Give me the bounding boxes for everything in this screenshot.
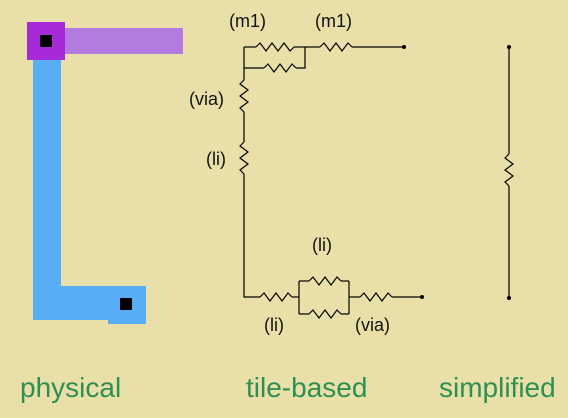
m1-parallel-left xyxy=(243,47,264,69)
m1-left-resistor xyxy=(255,42,295,52)
top-contact-square xyxy=(40,35,52,47)
m1-right-label: (m1) xyxy=(315,11,352,31)
tile-based-network xyxy=(239,42,424,319)
li-bottom-label: (li) xyxy=(264,315,284,335)
via-resistor xyxy=(239,79,249,113)
simplified-network xyxy=(504,45,514,300)
parallel-top-resistor xyxy=(308,276,342,286)
metal1-stripe xyxy=(46,28,183,54)
m1-parallel-resistor xyxy=(263,63,297,73)
parallel-bottom-resistor xyxy=(308,309,342,319)
simplified-top-terminal xyxy=(507,45,511,49)
li-parallel-label: (li) xyxy=(312,235,332,255)
simplified-bottom-terminal xyxy=(507,296,511,300)
li-vertical-bar xyxy=(33,46,61,320)
li-vertical-label: (li) xyxy=(206,149,226,169)
tile-based-caption: tile-based xyxy=(246,372,368,403)
li-vertical-resistor xyxy=(239,141,249,175)
li-down-wire xyxy=(243,174,260,298)
m1-parallel-right xyxy=(296,47,306,69)
tile-top-terminal xyxy=(402,45,406,49)
simplified-caption: simplified xyxy=(439,372,556,403)
bottom-contact-square xyxy=(120,298,132,310)
physical-caption: physical xyxy=(20,372,122,403)
m1-left-label: (m1) xyxy=(229,11,266,31)
via-bottom-label: (via) xyxy=(355,315,390,335)
physical-layout xyxy=(27,22,183,324)
tile-bottom-terminal xyxy=(420,295,424,299)
via-top-label: (via) xyxy=(189,89,224,109)
m1-right-resistor xyxy=(319,42,353,52)
simplified-resistor xyxy=(504,153,514,187)
li-bottom-resistor xyxy=(259,292,293,302)
via-bottom-resistor xyxy=(359,292,393,302)
